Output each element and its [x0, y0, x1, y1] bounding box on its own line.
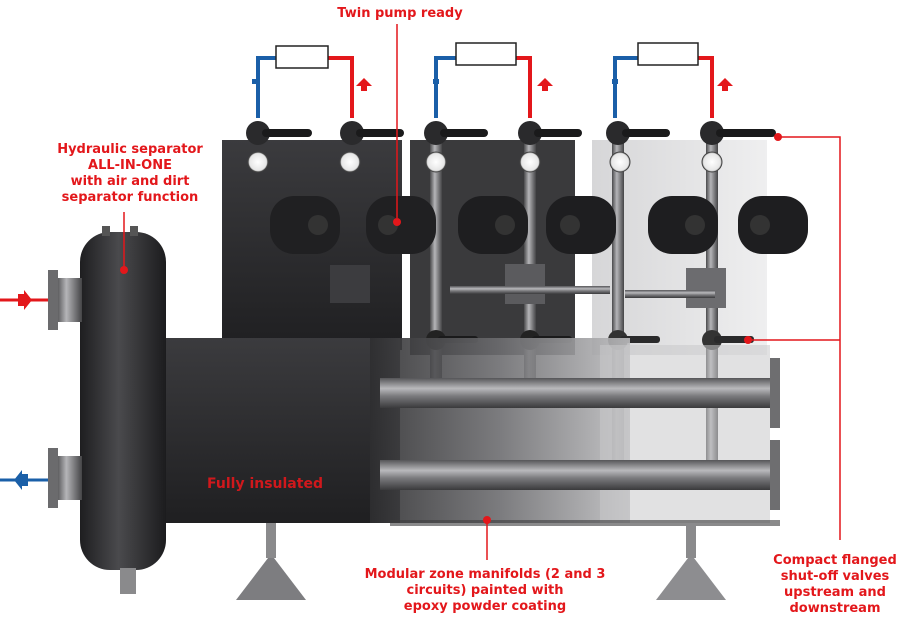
- support-stands: [236, 523, 726, 600]
- primary-connections: [0, 298, 48, 482]
- insulated-manifold-body: [160, 338, 400, 523]
- pressure-gauges: [247, 151, 723, 173]
- callout-lines: [123, 24, 841, 560]
- manifold-transparent-section: [600, 345, 770, 523]
- twin-pump-label: Twin pump ready: [337, 6, 463, 21]
- manifold-pipes: [380, 358, 780, 526]
- top-shutoff-valves: [246, 121, 776, 145]
- twin-pumps: [270, 196, 808, 254]
- manifold-label: Modular zone manifolds (2 and 3 circuits…: [364, 567, 606, 614]
- valve-actuators: [330, 264, 726, 308]
- hydraulic-separator-label: Hydraulic separator ALL-IN-ONE with air …: [57, 142, 203, 205]
- outlet-arrow-icon: [14, 470, 28, 490]
- supply-arrow-icon: [356, 78, 733, 91]
- fully-insulated-label: Fully insulated: [207, 476, 323, 492]
- flow-loops: [256, 42, 714, 118]
- return-arrow-icon: [242, 79, 618, 92]
- inlet-arrow-icon: [18, 290, 32, 310]
- shutoff-valves-label: Compact flanged shut-off valves upstream…: [773, 553, 897, 616]
- hydraulic-separator: [48, 226, 166, 594]
- callout-dots: [120, 133, 782, 524]
- manifold-fade-section: [370, 338, 630, 523]
